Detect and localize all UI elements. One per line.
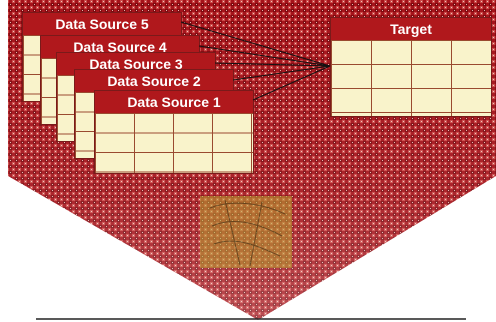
target-card: Target [330,17,492,117]
target-title: Target [331,18,491,40]
data-source-1-card: Data Source 1 [94,90,254,174]
data-source-1-table [95,113,253,173]
data-source-1-title: Data Source 1 [95,91,253,113]
data-source-2-title: Data Source 2 [75,70,233,92]
data-source-5-title: Data Source 5 [23,13,181,35]
target-table [331,40,491,116]
funnel-center-mark [200,196,292,268]
